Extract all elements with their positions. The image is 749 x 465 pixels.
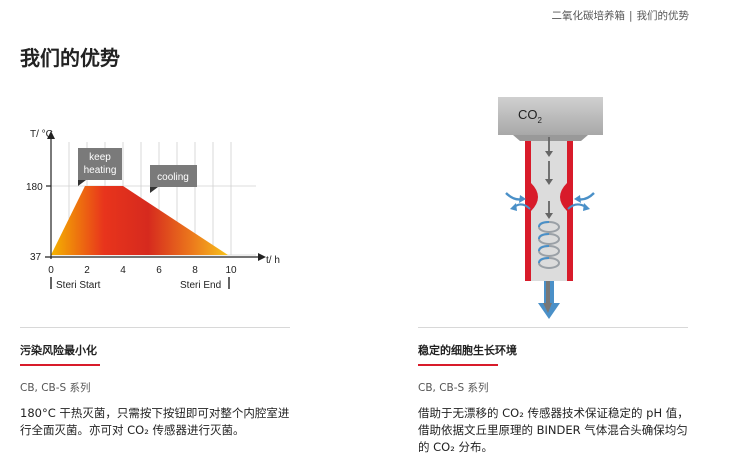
keep-heating-line1: keep: [89, 152, 111, 163]
sterilization-profile-area: [51, 186, 228, 255]
chart-axes: [45, 131, 266, 261]
steri-end-label: Steri End: [180, 280, 221, 291]
x-tick: 10: [225, 265, 237, 276]
sterilization-chart: T/ °C t/ h 180 37 0 2 4 6 8 10 keep heat…: [26, 129, 280, 291]
gas-housing: [498, 97, 603, 135]
keep-heating-line2: heating: [84, 165, 117, 176]
card-description: 180°C 干热灭菌，只需按下按钮即可对整个内腔室进行全面灭菌。亦可对 CO₂ …: [20, 406, 290, 437]
y-tick-37: 37: [30, 252, 42, 263]
cooling-label: cooling: [157, 172, 189, 183]
x-axis-label: t/ h: [266, 255, 280, 266]
x-tick: 6: [156, 265, 162, 276]
cooling-callout: cooling: [150, 165, 197, 193]
y-tick-180: 180: [26, 182, 43, 193]
card-title: 稳定的细胞生长环境: [418, 344, 517, 357]
sterilization-chart-figure: T/ °C t/ h 180 37 0 2 4 6 8 10 keep heat…: [20, 97, 290, 328]
card-series: CB, CB-S 系列: [418, 382, 489, 394]
steri-start-label: Steri Start: [56, 280, 101, 291]
card-title-underline: [418, 364, 498, 366]
venturi-right: [560, 183, 567, 211]
card-title-underline: [20, 364, 100, 366]
x-tick: 2: [84, 265, 90, 276]
keep-heating-callout: keep heating: [78, 148, 122, 186]
page-title: 我们的优势: [20, 46, 120, 70]
breadcrumb: 二氧化碳培养箱|我们的优势: [551, 8, 689, 23]
card-title: 污染风险最小化: [20, 344, 97, 357]
breadcrumb-parent-link[interactable]: 二氧化碳培养箱: [551, 10, 625, 22]
feature-card-cell-growth: CO2: [418, 97, 689, 456]
venturi-left: [531, 183, 538, 211]
co2-label: CO2: [518, 107, 543, 125]
x-tick: 0: [48, 265, 54, 276]
x-ticks: 0 2 4 6 8 10: [48, 265, 237, 276]
gas-mixing-figure: CO2: [418, 97, 688, 328]
card-description: 借助于无漂移的 CO₂ 传感器技术保证稳定的 pH 值，借助依据文丘里原理的 B…: [418, 406, 689, 454]
x-tick: 8: [192, 265, 198, 276]
breadcrumb-separator: |: [628, 10, 633, 22]
breadcrumb-current-link[interactable]: 我们的优势: [636, 10, 690, 22]
feature-card-contamination: T/ °C t/ h 180 37 0 2 4 6 8 10 keep heat…: [20, 97, 290, 439]
x-tick: 4: [120, 265, 126, 276]
y-axis-label: T/ °C: [30, 129, 53, 140]
venturi-diagram: CO2: [498, 97, 603, 319]
card-series: CB, CB-S 系列: [20, 382, 91, 394]
